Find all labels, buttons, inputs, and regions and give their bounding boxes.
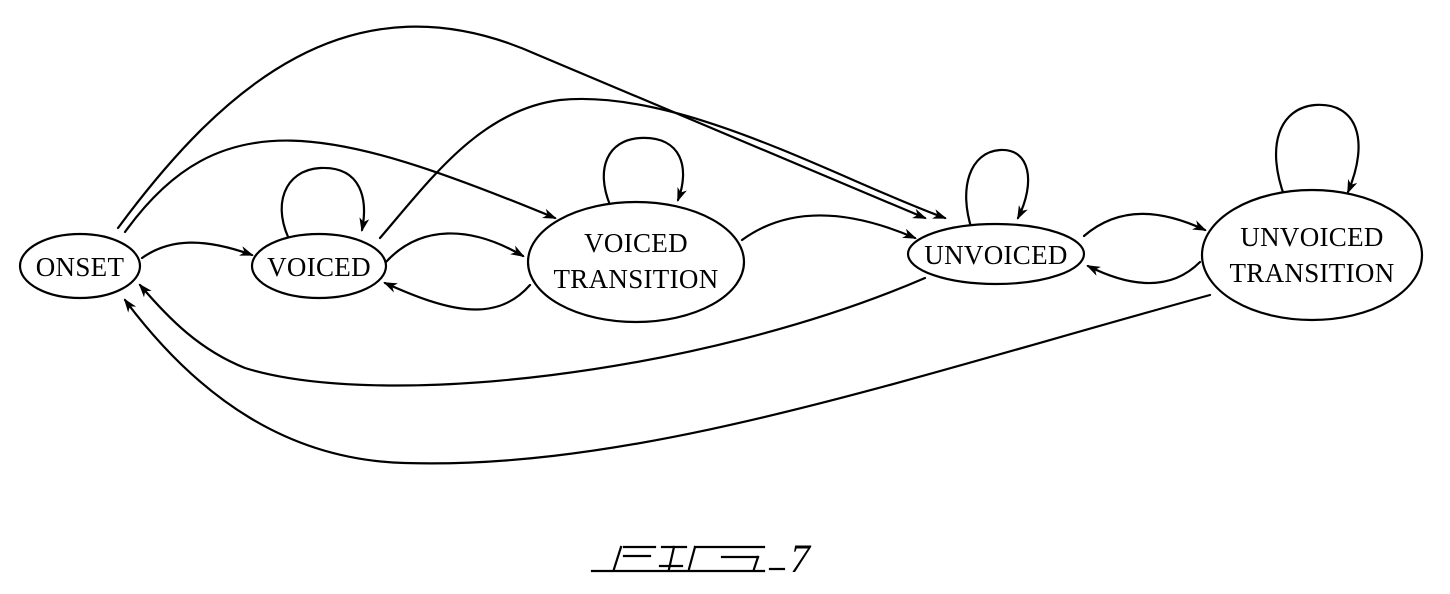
state-voiced-transition-label-line2: TRANSITION: [554, 264, 719, 294]
edge-unvoiced-transition-to-unvoiced: [1086, 260, 1202, 285]
state-unvoiced-transition-label-line2: TRANSITION: [1230, 258, 1395, 288]
state-onset-label: ONSET: [36, 252, 125, 282]
edge-voiced-to-unvoiced: [378, 97, 947, 240]
edge-voiced-to-voiced-transition: [384, 232, 525, 264]
state-voiced: VOICED: [250, 232, 388, 300]
edge-unvoiced-to-onset: [138, 276, 927, 387]
fig-logotype: [590, 545, 786, 573]
edge-unvoiced-transition-to-onset: [123, 293, 1212, 465]
figure-number: 7: [790, 536, 812, 581]
state-onset-ellipse: [18, 232, 142, 300]
edge-unvoiced-transition-self-loop: [1275, 103, 1360, 200]
state-unvoiced-transition: UNVOICED TRANSITION: [1200, 188, 1424, 322]
figure-caption: 7: [590, 536, 812, 581]
edge-unvoiced-self-loop: [965, 148, 1030, 232]
state-voiced-label: VOICED: [267, 252, 371, 282]
edge-voiced-transition-to-unvoiced: [740, 214, 917, 242]
state-voiced-transition-ellipse: [526, 200, 746, 324]
edge-onset-to-voiced-transition: [123, 139, 557, 234]
state-voiced-transition: VOICED TRANSITION: [526, 200, 746, 324]
transition-arcs: [116, 25, 1360, 465]
edge-voiced-transition-to-voiced: [383, 281, 532, 311]
edge-onset-to-voiced: [140, 241, 254, 260]
edge-unvoiced-to-unvoiced-transition: [1082, 212, 1207, 238]
edge-voiced-self-loop: [280, 166, 370, 247]
state-unvoiced-transition-ellipse: [1200, 188, 1424, 322]
state-unvoiced-ellipse: [906, 222, 1086, 286]
state-voiced-transition-label-line1: VOICED: [584, 228, 688, 258]
state-unvoiced: UNVOICED: [906, 222, 1086, 286]
state-unvoiced-transition-label-line1: UNVOICED: [1240, 222, 1383, 252]
state-onset: ONSET: [18, 232, 142, 300]
state-voiced-ellipse: [250, 232, 388, 300]
state-unvoiced-label: UNVOICED: [924, 240, 1067, 270]
edge-voiced-transition-self-loop: [602, 136, 687, 207]
edge-onset-to-unvoiced: [116, 25, 927, 230]
